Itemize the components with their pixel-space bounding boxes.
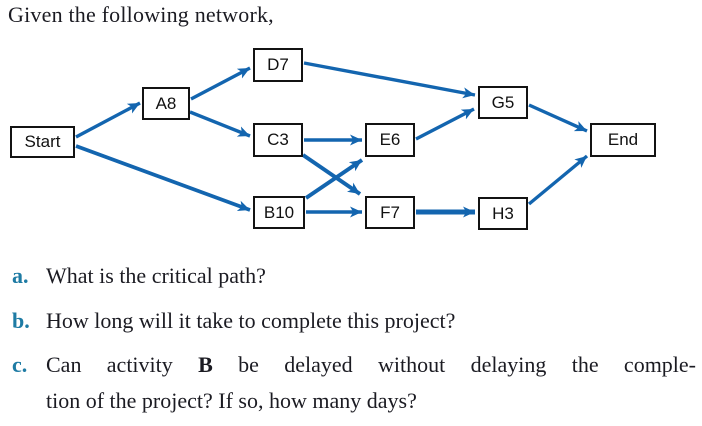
node-f7-label: F7 xyxy=(380,202,400,222)
edge-b10-e6 xyxy=(304,158,364,200)
question-c: c. Can activity B be delayed without del… xyxy=(12,347,696,419)
node-e6-label: E6 xyxy=(379,130,401,149)
node-e6: E6 xyxy=(365,123,415,157)
node-b10: B10 xyxy=(253,196,305,229)
question-a-label: a. xyxy=(12,263,29,288)
node-h3: H3 xyxy=(478,197,528,230)
node-f7: F7 xyxy=(365,196,415,229)
exercise-intro-text: Given the following network, xyxy=(8,2,274,27)
node-a8-label: A8 xyxy=(155,93,177,113)
question-b-label: b. xyxy=(12,308,30,333)
question-b: b. How long will it take to complete thi… xyxy=(12,306,455,335)
node-d7-label: D7 xyxy=(267,55,289,74)
node-end-label: End xyxy=(607,130,639,149)
edge-g5-end xyxy=(528,103,588,133)
node-start: Start xyxy=(10,126,75,158)
activity-b-bold: B xyxy=(198,352,213,377)
question-a: a. What is the critical path? xyxy=(12,261,266,290)
node-b10-label: B10 xyxy=(263,202,295,222)
node-h3-label: H3 xyxy=(492,203,514,223)
edge-h3-end xyxy=(527,154,589,206)
question-c-label: c. xyxy=(12,352,28,377)
node-c3: C3 xyxy=(253,123,303,157)
node-g5: G5 xyxy=(478,86,528,119)
edge-a8-c3 xyxy=(189,110,251,138)
node-g5-label: G5 xyxy=(491,92,515,112)
edge-start-a8 xyxy=(75,101,141,139)
node-end: End xyxy=(590,123,656,157)
edge-a8-d7 xyxy=(190,66,251,101)
question-b-text: How long will it take to complete this p… xyxy=(46,308,456,333)
question-a-text: What is the critical path? xyxy=(46,263,266,288)
node-c3-label: C3 xyxy=(267,130,289,149)
question-c-text: Can activity B be delayed without delayi… xyxy=(46,347,696,419)
question-c-line2: tion of the project? If so, how many day… xyxy=(46,388,417,413)
edge-d7-g5 xyxy=(303,61,476,99)
node-start-label: Start xyxy=(24,132,61,151)
edge-c3-f7 xyxy=(301,153,362,196)
edge-e6-g5 xyxy=(415,107,475,141)
node-a8: A8 xyxy=(142,87,190,120)
node-d7: D7 xyxy=(253,48,303,82)
question-c-line1: Can activity B be delayed without delayi… xyxy=(46,352,697,377)
edge-start-b10 xyxy=(75,144,251,212)
